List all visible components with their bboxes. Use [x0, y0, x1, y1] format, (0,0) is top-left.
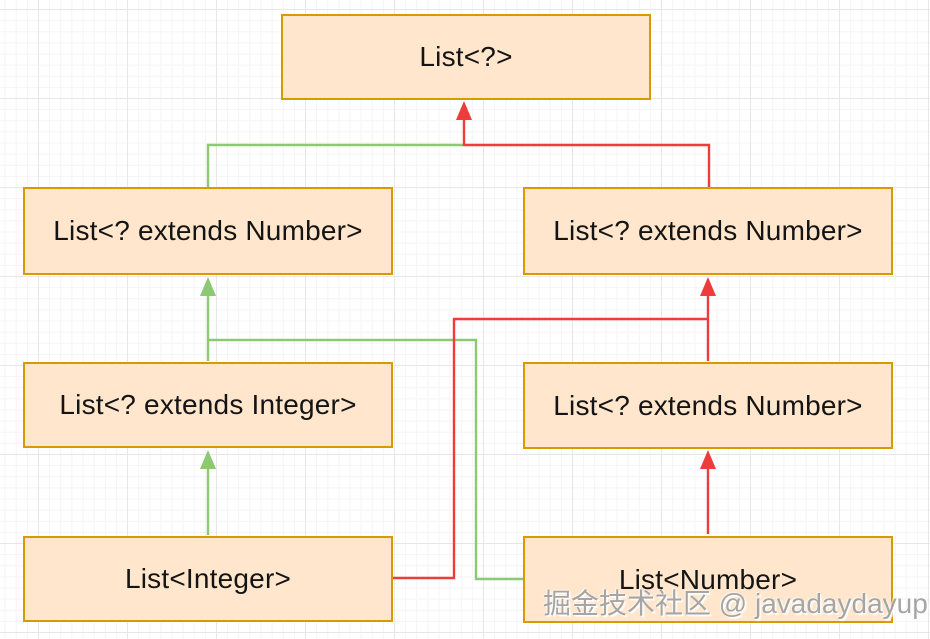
watermark: 掘金技术社区 @ javadaydayup	[543, 588, 928, 619]
node-label-list-number: List<Number>	[618, 563, 798, 595]
node-list-ext-number-lower-right: List<? extends Number>	[523, 362, 893, 449]
edge-green-upperleft-to-top-junction	[206, 143, 463, 187]
node-label-list-ext-number-upper-right: List<? extends Number>	[553, 215, 863, 246]
node-list-ext-integer: List<? extends Integer>	[23, 362, 393, 448]
arrowhead-green-listinteger-to-extinteger	[200, 450, 216, 469]
arrowhead-red-lowerright-to-upperright	[700, 277, 716, 296]
node-list-wildcard: List<?>	[281, 14, 651, 100]
node-list-number: List<Number>	[523, 536, 893, 623]
arrowhead-red-listnumber-to-lowerright	[700, 450, 716, 469]
node-label-list-integer: List<Integer>	[124, 563, 292, 594]
node-list-ext-number-upper-right: List<? extends Number>	[523, 187, 893, 275]
node-label-list-ext-number-upper-left: List<? extends Number>	[53, 215, 363, 246]
node-label-list-wildcard: List<?>	[419, 41, 513, 72]
node-list-integer: List<Integer>	[23, 536, 393, 622]
node-label-list-ext-number-lower-right: List<? extends Number>	[553, 389, 863, 421]
edge-red-upperright-to-top	[462, 120, 711, 187]
arrowhead-green-extinteger-to-extnumber	[200, 277, 216, 296]
arrowhead-red-upperright-to-top	[456, 101, 472, 120]
node-label-list-ext-integer: List<? extends Integer>	[59, 389, 357, 420]
node-list-ext-number-upper-left: List<? extends Number>	[23, 187, 393, 275]
